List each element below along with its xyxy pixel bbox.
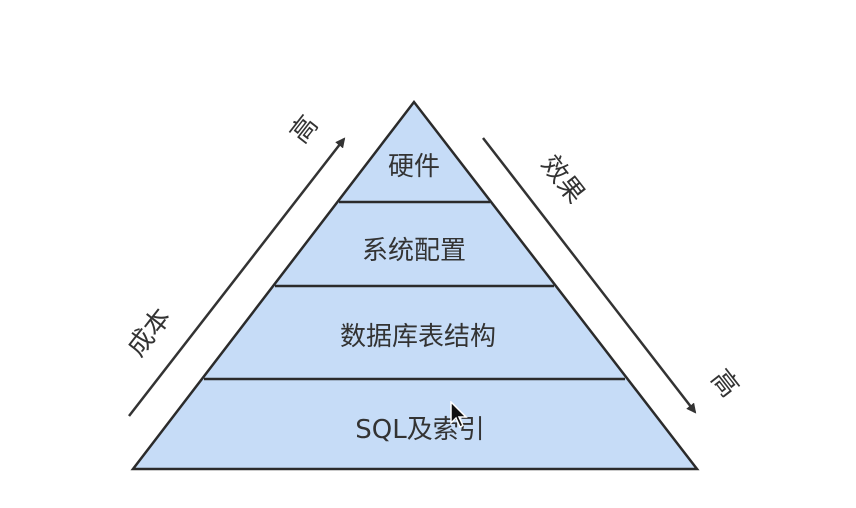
layer-label-sql-index: SQL及索引 [355, 415, 484, 445]
effect-high-label: 高 [705, 364, 745, 403]
cost-arrow [128, 137, 346, 417]
layer-label-db-schema: 数据库表结构 [340, 322, 496, 352]
layer-label-hardware: 硬件 [388, 152, 440, 182]
effect-arrow [482, 137, 697, 414]
cost-axis-label: 成本 [122, 303, 178, 362]
effect-axis-label: 效果 [535, 150, 591, 209]
layer-label-system-config: 系统配置 [362, 236, 466, 266]
cost-high-label: 高 [285, 110, 325, 149]
mouse-cursor-icon [450, 401, 468, 429]
